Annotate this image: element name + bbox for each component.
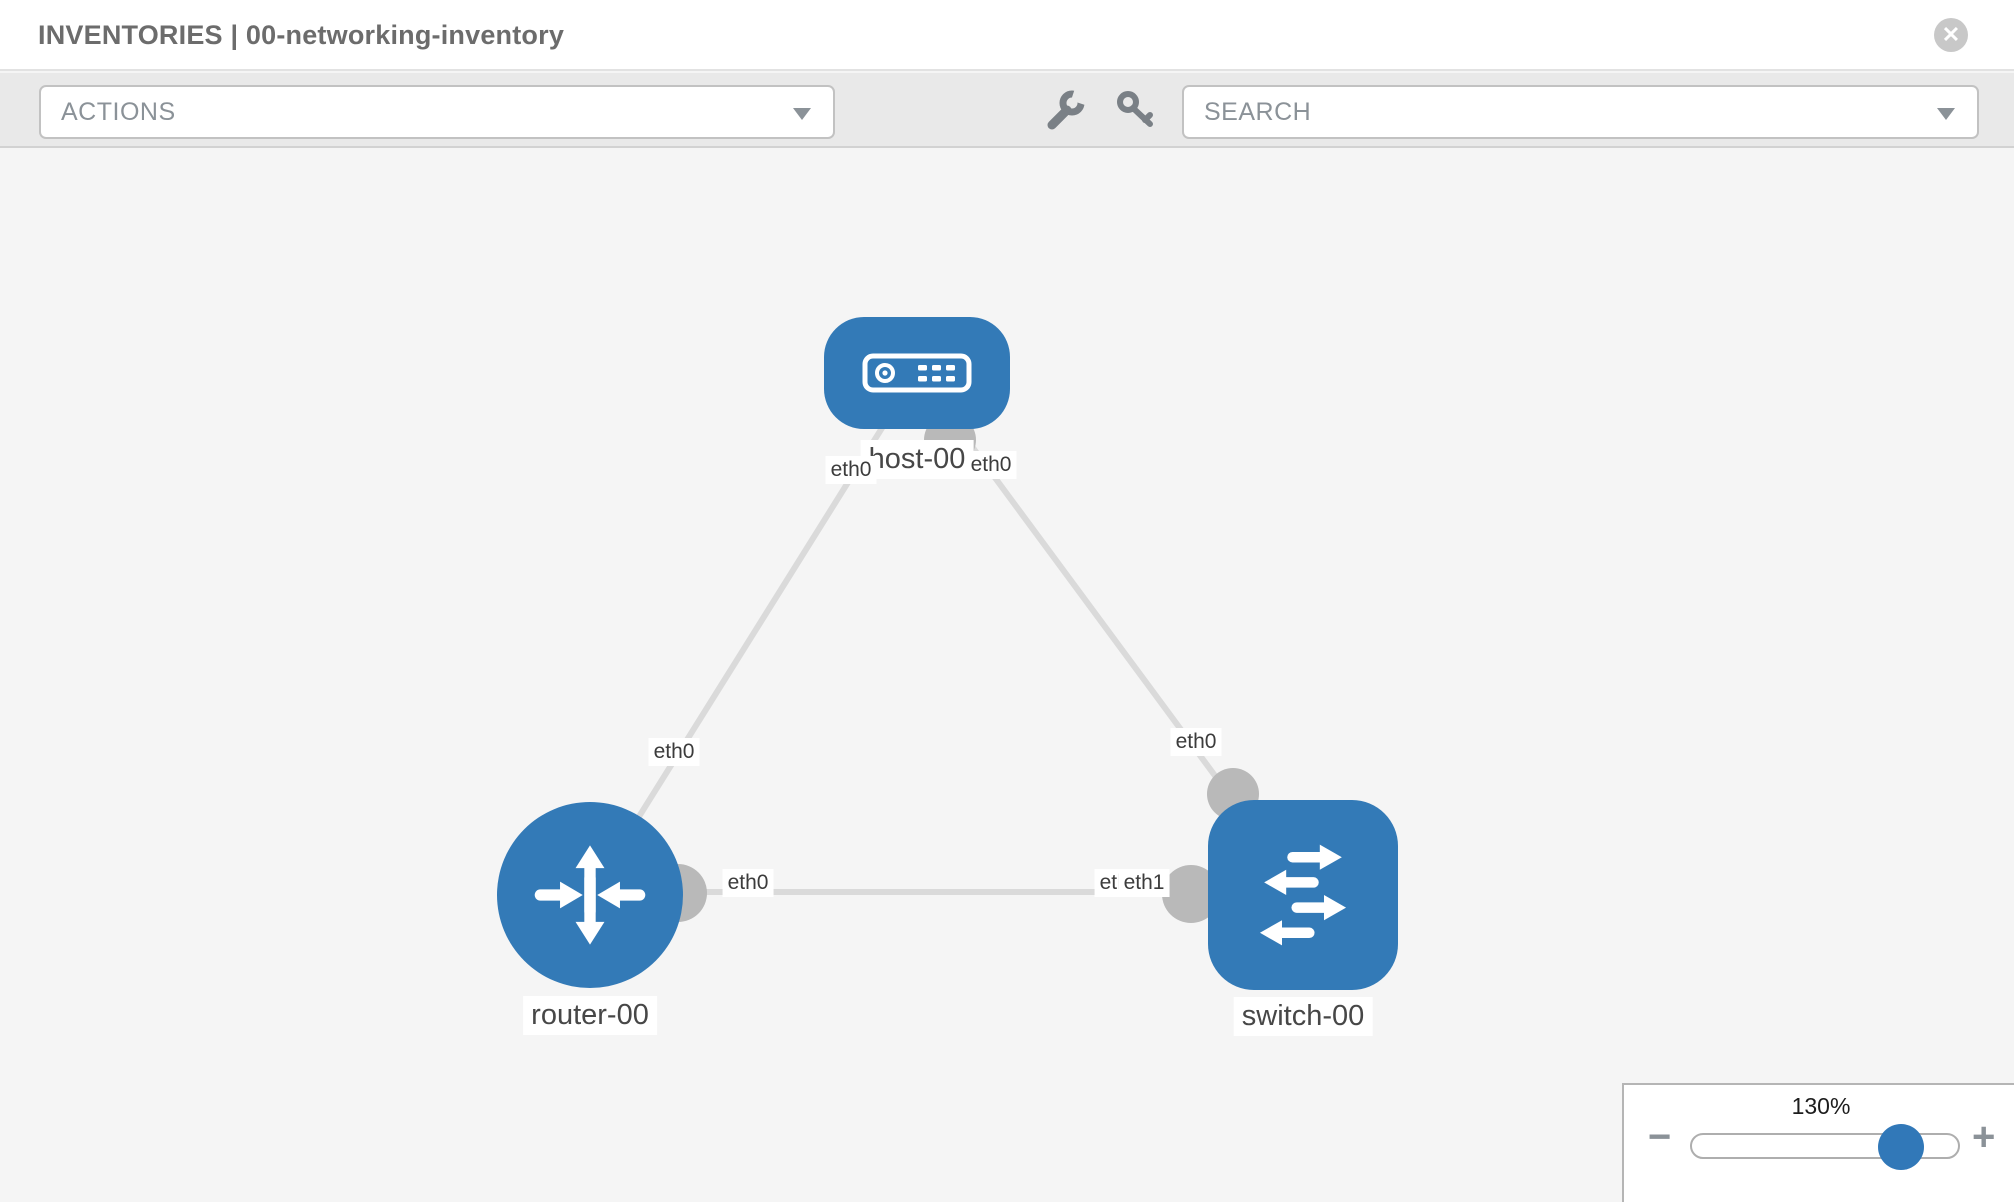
search-placeholder: SEARCH [1204, 97, 1312, 126]
page-title: INVENTORIES | 00-networking-inventory [38, 20, 565, 50]
actions-dropdown[interactable]: ACTIONS [39, 85, 835, 139]
interface-label: eth0 [722, 869, 774, 897]
node-label-host: host-00 [860, 440, 974, 479]
zoom-panel: 130% − + [1622, 1083, 2014, 1202]
toolbar: ACTIONS SEARCH [0, 73, 2014, 148]
node-label-switch: switch-00 [1233, 997, 1373, 1036]
zoom-slider-handle[interactable] [1878, 1124, 1924, 1170]
search-dropdown[interactable]: SEARCH [1182, 85, 1979, 139]
interface-label: eth0 [965, 451, 1017, 479]
node-switch-00[interactable] [1208, 800, 1398, 990]
router-icon [534, 845, 646, 945]
key-icon[interactable] [1114, 89, 1158, 133]
zoom-slider-track[interactable] [1690, 1124, 1960, 1170]
topology-canvas[interactable]: host-00 router-00 switch-00 eth0 eth0 et… [0, 150, 2014, 1200]
interface-dot-switch-left[interactable] [1162, 865, 1220, 923]
chevron-down-icon [793, 108, 811, 120]
zoom-in-button[interactable]: + [1972, 1115, 1996, 1159]
wrench-icon[interactable] [1043, 89, 1087, 133]
node-host-00[interactable] [824, 317, 1010, 429]
close-icon: ✕ [1941, 22, 1961, 47]
breadcrumb-header: INVENTORIES | 00-networking-inventory ✕ [0, 0, 2014, 71]
interface-label: eth0 [825, 456, 877, 484]
zoom-percentage: 130% [1791, 1093, 1851, 1119]
switch-icon [1259, 844, 1347, 946]
zoom-out-button[interactable]: − [1648, 1115, 1672, 1159]
node-router-00[interactable] [497, 802, 683, 988]
node-label-router: router-00 [523, 996, 657, 1035]
close-button[interactable]: ✕ [1934, 18, 1968, 52]
host-device-icon [862, 353, 972, 393]
actions-dropdown-label: ACTIONS [61, 97, 176, 126]
chevron-down-icon [1937, 108, 1955, 120]
interface-label: eth0 [648, 738, 700, 766]
interface-label: eth1 [1118, 869, 1170, 897]
interface-label: eth0 [1170, 728, 1222, 756]
